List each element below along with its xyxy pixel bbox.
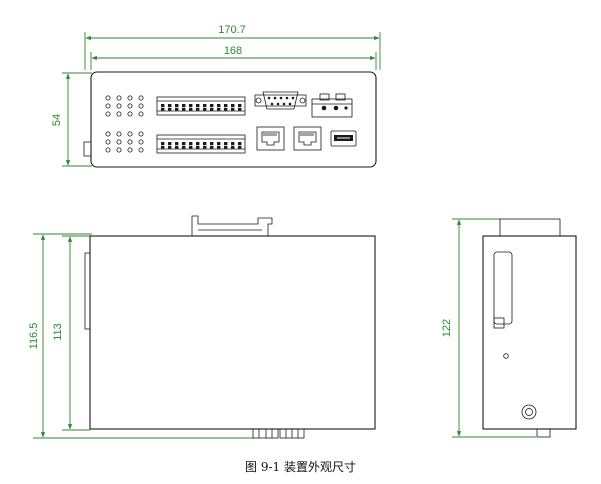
terminal-pin xyxy=(175,108,179,111)
dim-front-total-width: 170.7 xyxy=(84,24,381,70)
terminal-pin xyxy=(168,108,172,111)
terminal-pin xyxy=(217,146,221,149)
terminal-pin xyxy=(168,104,172,108)
bottom-connectors xyxy=(252,428,305,439)
terminal-pin xyxy=(231,142,235,146)
front-view: 170.7 168 54 xyxy=(51,24,381,168)
terminal-pin xyxy=(217,142,221,146)
ground-screw xyxy=(521,404,537,420)
terminal-pin xyxy=(210,108,214,111)
terminal-pin xyxy=(196,104,200,108)
terminal-pin xyxy=(175,146,179,149)
side-body-outline xyxy=(89,235,376,430)
terminal-pin xyxy=(175,104,179,108)
terminal-pin xyxy=(161,146,165,149)
end-small-hole xyxy=(503,353,509,359)
terminal-pin xyxy=(238,146,242,149)
usb-port xyxy=(330,130,357,147)
terminal-pin xyxy=(161,108,165,111)
dim-end-height: 122 xyxy=(441,218,536,438)
terminal-pin xyxy=(231,108,235,111)
terminal-pin xyxy=(238,108,242,111)
dim-front-body-width: 168 xyxy=(90,45,377,70)
terminal-block-top xyxy=(156,96,246,116)
terminal-pin xyxy=(168,142,172,146)
terminal-pin xyxy=(217,108,221,111)
terminal-pin xyxy=(203,108,207,111)
dim-label-122: 122 xyxy=(441,319,453,337)
terminal-pin xyxy=(224,146,228,149)
terminal-pin xyxy=(161,142,165,146)
terminal-pin xyxy=(224,142,228,146)
dim-side-total-height: 116.5 xyxy=(28,233,254,439)
terminal-pin xyxy=(168,146,172,149)
dim-front-height: 54 xyxy=(51,72,92,167)
terminal-pin xyxy=(196,142,200,146)
side-view: 116.5 113 xyxy=(28,215,376,439)
terminal-pin xyxy=(203,142,207,146)
terminal-pin xyxy=(182,142,186,146)
terminal-pin xyxy=(161,104,165,108)
end-bottom-connector xyxy=(536,428,551,438)
terminal-pin xyxy=(203,104,207,108)
terminal-pin xyxy=(224,108,228,111)
terminal-pin xyxy=(182,146,186,149)
din-rail-clip xyxy=(191,215,273,236)
led-grid-bottom xyxy=(105,131,144,153)
terminal-block-bottom xyxy=(156,134,246,154)
power-connector xyxy=(311,93,353,118)
rj45-port-2 xyxy=(293,126,322,151)
end-view: 122 xyxy=(441,218,577,438)
terminal-pin xyxy=(217,104,221,108)
terminal-pin xyxy=(238,142,242,146)
terminal-pin xyxy=(196,146,200,149)
dim-label-170-7: 170.7 xyxy=(218,24,246,36)
terminal-pin xyxy=(189,146,193,149)
terminal-pin xyxy=(203,146,207,149)
front-side-clip xyxy=(83,141,92,157)
terminal-pin xyxy=(238,104,242,108)
terminal-pin xyxy=(189,142,193,146)
side-mount-clip xyxy=(84,252,91,330)
terminal-pin xyxy=(189,104,193,108)
led-grid-top xyxy=(105,95,144,117)
dim-label-116-5: 116.5 xyxy=(28,323,40,350)
end-din-clip-slot xyxy=(493,251,513,329)
terminal-pin xyxy=(210,104,214,108)
terminal-pin xyxy=(182,108,186,111)
end-body-outline xyxy=(482,235,577,430)
dim-side-body-height: 113 xyxy=(52,235,90,431)
terminal-pin xyxy=(182,104,186,108)
dim-label-113: 113 xyxy=(52,323,64,341)
terminal-pin xyxy=(196,108,200,111)
terminal-pin xyxy=(231,104,235,108)
terminal-pin xyxy=(231,146,235,149)
end-top-cap xyxy=(499,218,561,237)
terminal-pin xyxy=(210,142,214,146)
dim-label-54: 54 xyxy=(51,114,63,126)
db9-serial-port xyxy=(254,91,307,110)
terminal-pin xyxy=(210,146,214,149)
terminal-pin xyxy=(175,142,179,146)
terminal-pin xyxy=(224,104,228,108)
terminal-pin xyxy=(189,108,193,111)
rj45-port-1 xyxy=(256,126,285,151)
dim-label-168: 168 xyxy=(224,45,242,57)
figure-caption: 图 9-1 装置外观尺寸 xyxy=(245,460,356,474)
